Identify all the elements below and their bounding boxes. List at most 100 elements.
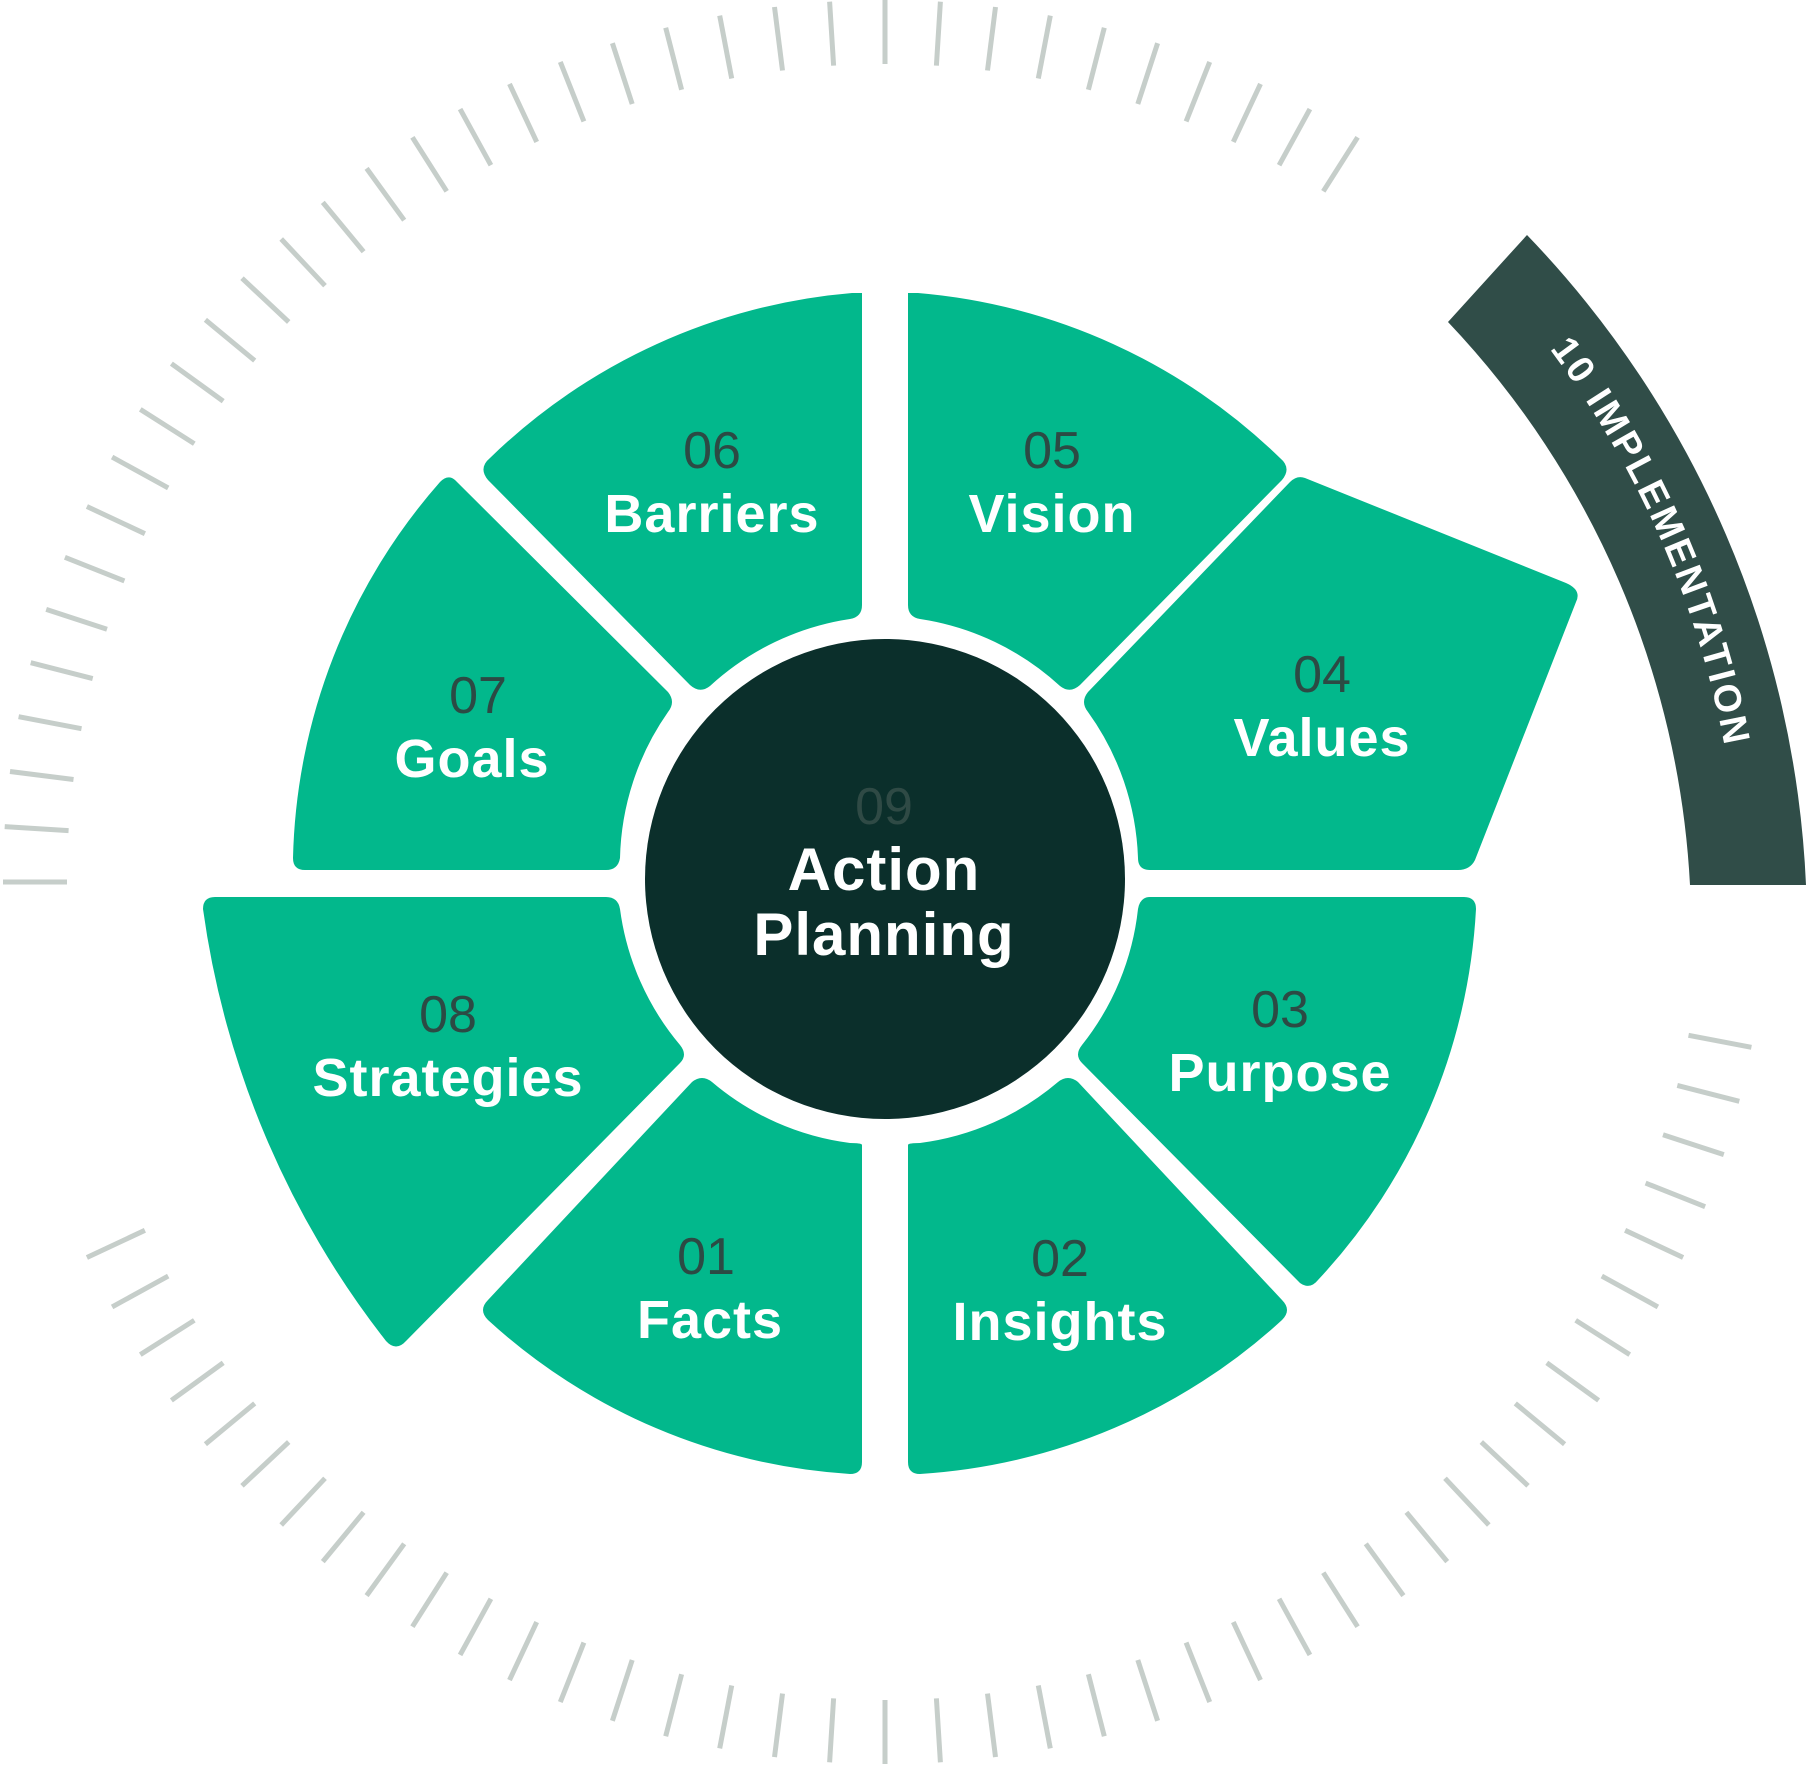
tick-mark — [933, 1, 943, 66]
tick-mark — [1183, 60, 1213, 123]
tick-mark — [4, 824, 69, 834]
tick-mark — [1404, 1510, 1450, 1564]
tick-mark — [507, 1621, 539, 1682]
segment-barriers[interactable] — [483, 293, 862, 690]
tick-mark — [557, 1641, 587, 1704]
tick-mark — [1479, 1440, 1530, 1488]
tick-mark — [240, 1440, 291, 1488]
segment-purpose[interactable] — [1078, 897, 1476, 1286]
tick-mark — [1085, 1673, 1107, 1737]
tick-mark — [507, 82, 539, 143]
tick-mark — [1035, 15, 1053, 79]
tick-mark — [18, 714, 82, 732]
core-label-line2: Planning — [753, 901, 1014, 968]
tick-mark — [985, 1693, 998, 1758]
segment-vision-number: 05 — [1023, 422, 1081, 480]
segment-barriers-label: Barriers — [604, 484, 819, 544]
tick-mark — [1545, 1360, 1601, 1403]
tick-mark — [1688, 1032, 1752, 1050]
segment-goals-number: 07 — [449, 667, 507, 725]
tick-mark — [663, 1673, 685, 1737]
tick-mark — [1321, 135, 1360, 193]
tick-mark — [1624, 1228, 1685, 1260]
segment-values-label: Values — [1233, 708, 1410, 768]
tick-mark — [364, 1542, 407, 1598]
tick-mark — [1662, 1132, 1725, 1157]
tick-mark — [63, 554, 126, 584]
segment-strategies-label: Strategies — [312, 1048, 583, 1108]
tick-mark — [717, 15, 735, 79]
core-number: 09 — [855, 778, 913, 836]
tick-mark — [457, 107, 494, 167]
tick-mark — [1644, 1180, 1707, 1210]
tick-mark — [320, 1510, 366, 1564]
tick-mark — [1513, 1401, 1567, 1447]
tick-mark — [169, 361, 225, 404]
tick-mark — [610, 1659, 635, 1722]
tick-mark — [1676, 1082, 1740, 1104]
tick-ring — [3, 0, 1752, 1764]
segment-strategies[interactable] — [203, 897, 684, 1347]
tick-mark — [1035, 1685, 1053, 1749]
tick-mark — [1276, 1597, 1313, 1657]
tick-mark — [110, 1273, 170, 1310]
tick-mark — [717, 1685, 735, 1749]
tick-mark — [138, 407, 196, 446]
tick-mark — [1085, 27, 1107, 91]
segment-goals-label: Goals — [394, 729, 549, 789]
tick-mark — [1276, 107, 1313, 167]
tick-mark — [320, 200, 366, 254]
segment-values[interactable] — [1084, 477, 1578, 870]
tick-mark — [663, 27, 685, 91]
tick-mark — [138, 1318, 196, 1357]
tick-mark — [110, 454, 170, 491]
segment-values-number: 04 — [1293, 646, 1351, 704]
segment-vision-label: Vision — [968, 484, 1135, 544]
segment-goals[interactable] — [293, 477, 672, 870]
segment-facts[interactable] — [483, 1078, 862, 1474]
tick-mark — [1231, 82, 1263, 143]
tick-mark — [1135, 42, 1160, 105]
segment-vision[interactable] — [908, 293, 1287, 690]
tick-mark — [557, 60, 587, 123]
tick-mark — [30, 660, 94, 682]
tick-mark — [9, 769, 74, 782]
tick-mark — [772, 1693, 785, 1758]
tick-mark — [610, 42, 635, 105]
segment-facts-label: Facts — [637, 1290, 783, 1350]
tick-mark — [203, 317, 257, 363]
tick-mark — [827, 1, 837, 66]
tick-mark — [203, 1401, 257, 1447]
tick-mark — [1183, 1641, 1213, 1704]
tick-mark — [1321, 1571, 1360, 1629]
tick-mark — [1231, 1621, 1263, 1682]
core-label-line1: Action — [788, 836, 981, 903]
tick-mark — [1600, 1273, 1660, 1310]
tick-mark — [410, 135, 449, 193]
segment-purpose-label: Purpose — [1168, 1043, 1391, 1103]
tick-mark — [933, 1698, 943, 1763]
tick-mark — [169, 1360, 225, 1403]
core-circle[interactable] — [645, 639, 1125, 1119]
tick-mark — [45, 607, 108, 632]
tick-mark — [279, 237, 327, 288]
tick-mark — [1574, 1318, 1632, 1357]
tick-mark — [772, 6, 785, 71]
segment-facts-number: 01 — [677, 1228, 735, 1286]
implementation-band[interactable] — [1448, 235, 1806, 885]
tick-mark — [410, 1571, 449, 1629]
tick-mark — [240, 276, 291, 324]
tick-mark — [85, 504, 146, 536]
tick-mark — [1135, 1659, 1160, 1722]
tick-mark — [1443, 1476, 1491, 1527]
tick-mark — [1363, 1542, 1406, 1598]
tick-mark — [85, 1228, 146, 1260]
tick-mark — [279, 1476, 327, 1527]
tick-mark — [364, 166, 407, 222]
segment-strategies-number: 08 — [419, 986, 477, 1044]
tick-mark — [985, 6, 998, 71]
segment-insights[interactable] — [908, 1078, 1287, 1474]
segment-insights-label: Insights — [952, 1292, 1167, 1352]
tick-mark — [457, 1597, 494, 1657]
